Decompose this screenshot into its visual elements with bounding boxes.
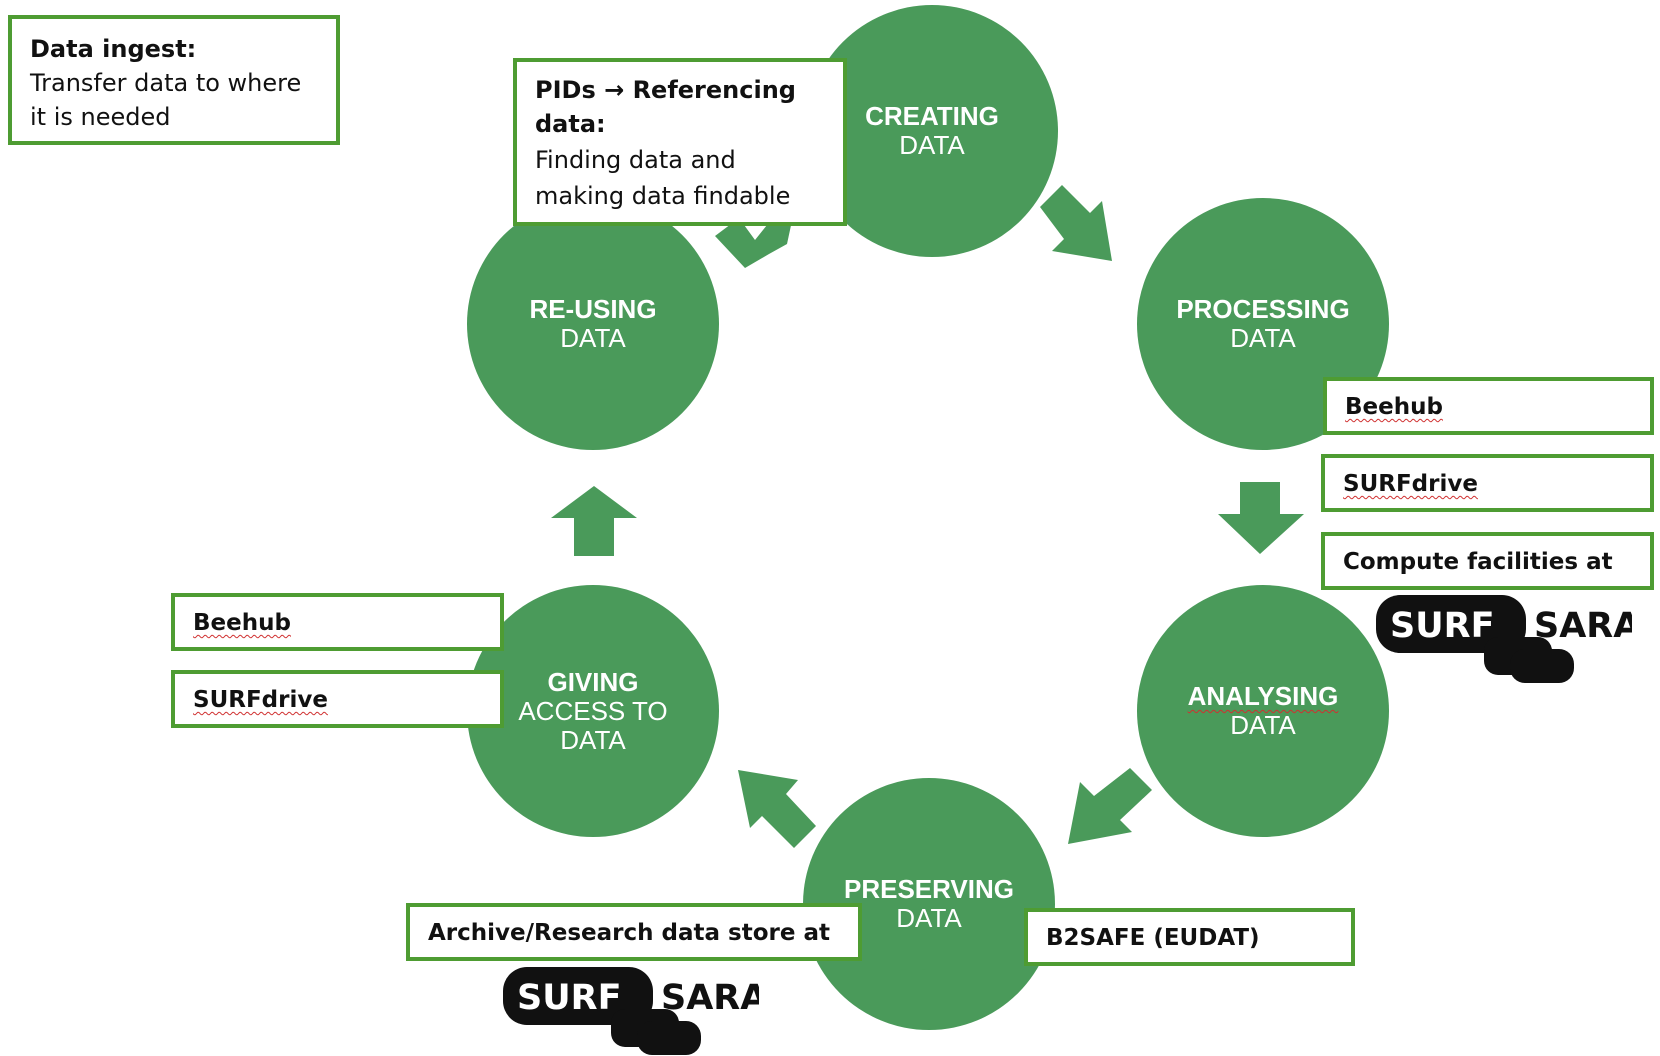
- arrow-giving-to-reusing: [551, 486, 637, 556]
- surf-text: SURF: [517, 978, 622, 1018]
- reusing-sublabel: DATA: [560, 323, 626, 353]
- creating-data-circle: CREATING DATA: [806, 5, 1058, 257]
- reusing-data-circle: RE-USING DATA: [467, 198, 719, 450]
- b2safe-box: B2SAFE (EUDAT): [1024, 908, 1355, 966]
- processing-label: PROCESSING: [1176, 294, 1350, 324]
- giving-label: GIVING: [547, 666, 639, 697]
- creating-sublabel: DATA: [899, 130, 965, 160]
- analysing-data-circle: ANALYSING DATA: [1137, 585, 1389, 837]
- right-arrow-icon: →: [604, 76, 625, 104]
- creating-label: CREATING: [865, 101, 999, 131]
- arrow-creating-to-processing: [1040, 185, 1112, 261]
- giving-surfdrive-box: SURFdrive: [171, 670, 504, 728]
- arrow-reusing-to-creating: [715, 216, 793, 268]
- pids-box: PIDs → Referencing data: Finding data an…: [513, 58, 847, 226]
- arrow-analysing-to-preserving: [1068, 768, 1152, 844]
- giving-surfdrive-label: SURFdrive: [193, 687, 328, 713]
- compute-facilities-label: Compute facilities at: [1343, 549, 1613, 575]
- preserving-sublabel: DATA: [896, 903, 962, 933]
- sara-text: SARA: [661, 978, 759, 1018]
- archive-box: Archive/Research data store at: [406, 903, 862, 961]
- pids-line2: making data findable: [535, 182, 791, 210]
- pids-title-a: PIDs: [535, 76, 596, 104]
- pids-line1: Finding data and: [535, 146, 736, 174]
- arrow-processing-to-analysing: [1218, 482, 1304, 554]
- processing-surfdrive-label: SURFdrive: [1343, 471, 1478, 497]
- analysing-label: ANALYSING: [1187, 681, 1339, 711]
- compute-facilities-box: Compute facilities at: [1321, 532, 1654, 590]
- processing-surfdrive-box: SURFdrive: [1321, 454, 1654, 512]
- sara-text: SARA: [1534, 606, 1632, 646]
- data-ingest-line2: it is needed: [30, 103, 171, 131]
- pids-title-b: Referencing: [632, 76, 796, 104]
- data-ingest-box: Data ingest: Transfer data to where it i…: [8, 15, 340, 145]
- surfsara-logo-archive: SURF SARA: [503, 967, 759, 1055]
- preserving-data-circle: PRESERVING DATA: [803, 778, 1055, 1030]
- pids-title: PIDs → Referencing: [535, 76, 796, 104]
- processing-beehub-label: Beehub: [1345, 394, 1443, 420]
- arrow-preserving-to-giving: [738, 770, 816, 848]
- giving-access-circle: GIVING ACCESS TO DATA: [467, 585, 719, 837]
- surfsara-logo-processing: SURF SARA: [1376, 595, 1632, 683]
- data-ingest-line1: Transfer data to where: [30, 69, 302, 97]
- giving-beehub-box: Beehub: [171, 593, 504, 651]
- data-ingest-title: Data ingest:: [30, 35, 197, 63]
- giving-sublabel-2: DATA: [560, 724, 626, 755]
- processing-sublabel: DATA: [1230, 323, 1296, 353]
- giving-sublabel: ACCESS TO: [518, 695, 668, 726]
- processing-beehub-box: Beehub: [1323, 377, 1654, 435]
- analysing-sublabel: DATA: [1230, 710, 1296, 740]
- archive-label: Archive/Research data store at: [428, 920, 830, 946]
- reusing-label: RE-USING: [529, 294, 657, 324]
- giving-beehub-label: Beehub: [193, 610, 291, 636]
- b2safe-label: B2SAFE (EUDAT): [1046, 925, 1260, 951]
- preserving-label: PRESERVING: [843, 874, 1014, 904]
- surf-text: SURF: [1390, 606, 1495, 646]
- pids-title-c: data:: [535, 110, 606, 138]
